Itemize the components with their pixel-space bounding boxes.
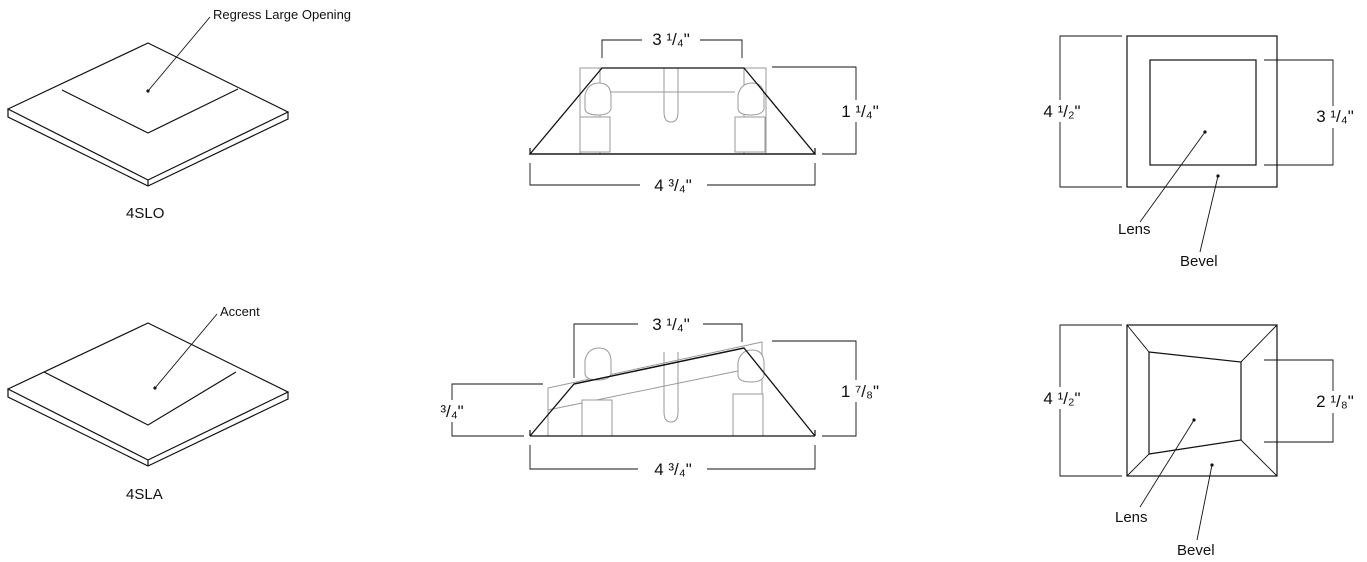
model-label-4sla: 4SLA [126,486,163,503]
callout-regress-large-opening: Regress Large Opening [213,7,351,22]
dim-front-outer-4sla: 4 ¹/₂" [1043,389,1080,408]
dim-top-width-4sla: 3 ¹/₄" [652,315,690,334]
row-4sla: Accent 4SLA 3 ¹/₄" 4 ³/₄" [6,304,1360,559]
side-view-4slo [528,39,857,186]
dim-bottom-width-4slo: 4 ³/₄" [654,176,692,195]
isometric-view-4sla [6,313,290,467]
front-view-4slo [1059,35,1334,253]
bevel-label-4sla: Bevel [1177,542,1215,559]
isometric-view-4slo [6,16,290,187]
lens-label-4sla: Lens [1115,509,1148,526]
dim-bottom-width-4sla: 4 ³/₄" [654,460,692,479]
side-view-4sla [451,323,857,470]
dim-height-4slo: 1 ¹/₄" [841,102,879,121]
dim-low-height-4sla: ³/₄" [440,402,463,421]
dim-front-inner-4sla: 2 ¹/₈" [1316,392,1354,411]
model-label-4slo: 4SLO [126,205,164,222]
dim-top-width-4slo: 3 ¹/₄" [652,30,690,49]
front-view-4sla [1059,324,1334,541]
dim-height-4sla: 1 ⁷/₈" [841,382,879,401]
lens-label-4slo: Lens [1118,221,1151,238]
bevel-label-4slo: Bevel [1180,253,1218,270]
callout-accent: Accent [220,304,260,319]
dim-front-inner-4slo: 3 ¹/₄" [1316,107,1354,126]
dim-front-outer-4slo: 4 ¹/₂" [1043,102,1080,121]
row-4slo: Regress Large Opening 4SLO 3 [6,7,1360,270]
